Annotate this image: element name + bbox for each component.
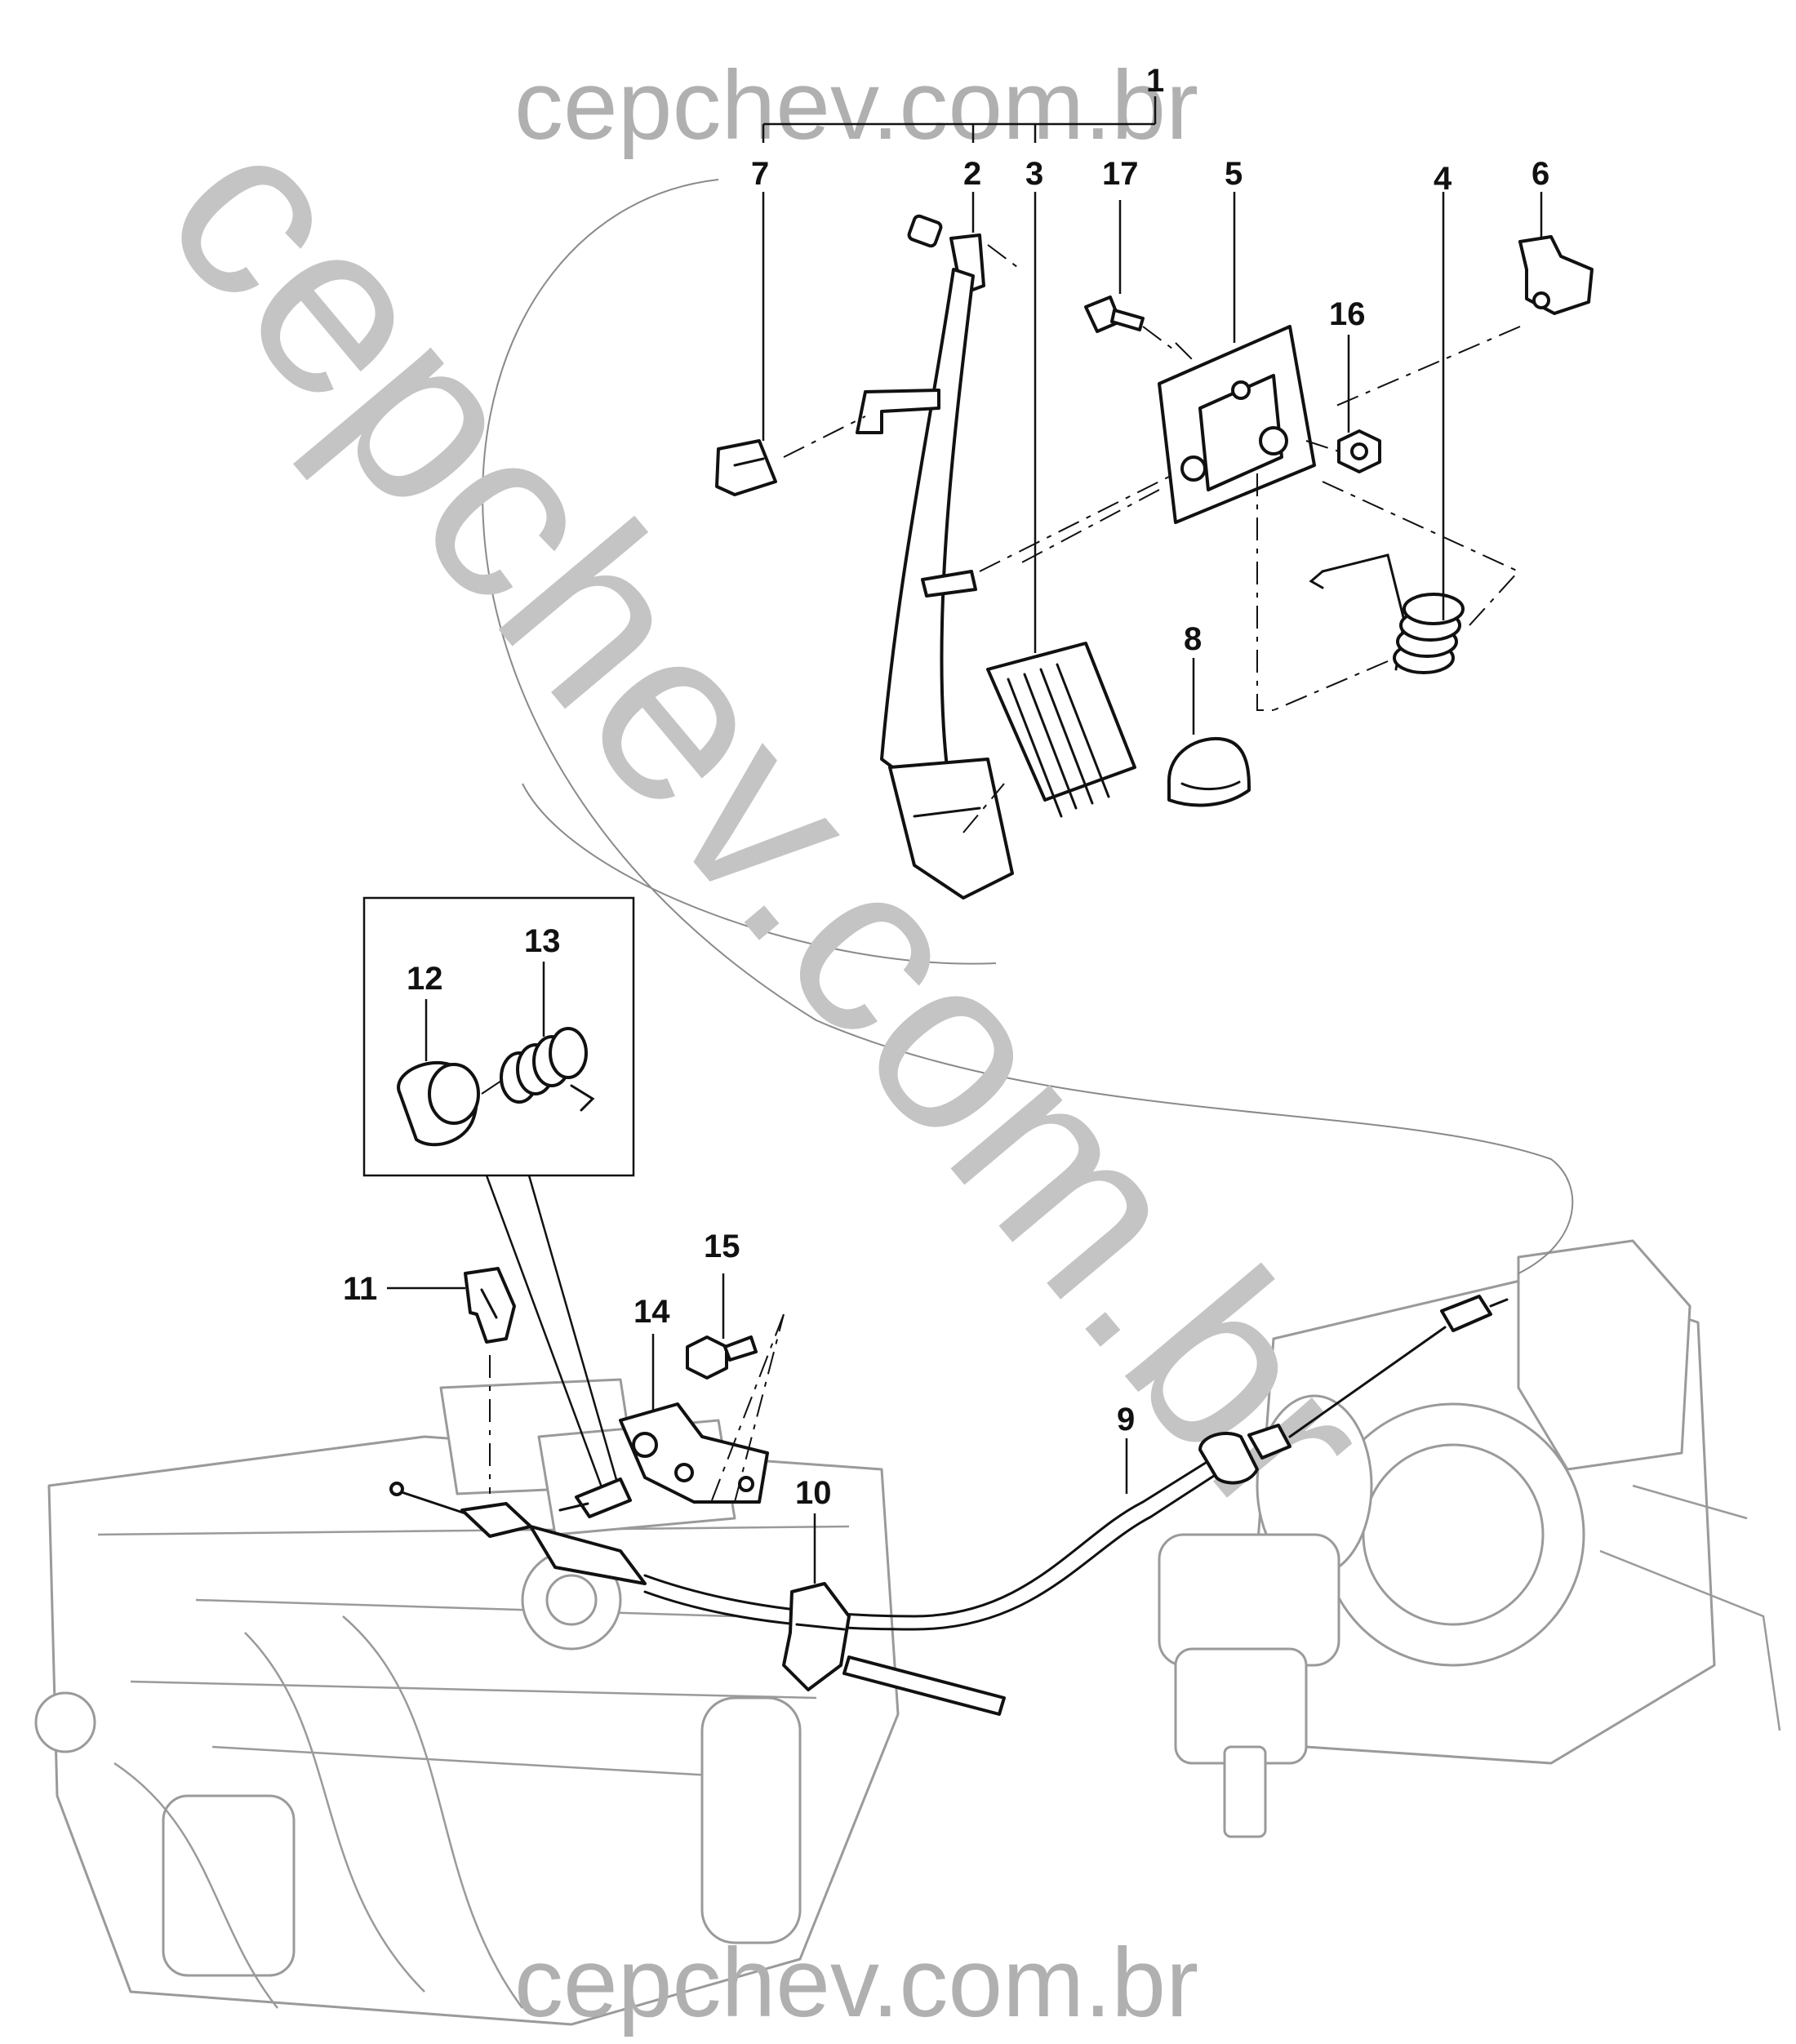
grommet (1167, 737, 1251, 807)
callout-17: 17 (1102, 156, 1139, 192)
callout-7: 7 (751, 156, 769, 192)
pedal-bracket (1020, 325, 1316, 564)
cable-bracket (558, 1313, 785, 1518)
callout-11: 11 (343, 1271, 377, 1307)
return-spring (1273, 553, 1519, 711)
callout-14: 14 (633, 1294, 670, 1330)
spring-axis (1322, 481, 1519, 572)
callout-2: 2 (963, 156, 981, 192)
callout-12: 12 (407, 961, 443, 997)
cable-support (782, 1582, 1006, 1716)
callout-15: 15 (704, 1229, 740, 1264)
watermark-top: cepchev.com.br (514, 51, 1198, 160)
callout-13: 13 (524, 923, 561, 959)
watermark-diagonal: cepchev.com.br (114, 78, 1425, 1565)
callout-5: 5 (1225, 156, 1243, 192)
cable-retainer-clip (464, 1267, 516, 1494)
nut (1305, 429, 1381, 473)
callouts: 1 7 2 3 17 5 4 6 16 8 13 12 15 11 14 9 1… (343, 63, 1549, 1511)
watermark-bottom: cepchev.com.br (514, 1928, 1198, 2037)
callout-10: 10 (795, 1475, 832, 1511)
callout-3: 3 (1025, 156, 1043, 192)
callout-6: 6 (1531, 156, 1549, 192)
callout-9: 9 (1117, 1402, 1135, 1437)
accelerator-cable (389, 1295, 1509, 1631)
callout-1: 1 (1146, 63, 1164, 99)
pivot-axis (1256, 473, 1274, 711)
assembly-bracket (762, 96, 1157, 143)
stop-bumper (715, 439, 777, 496)
detail-inset (362, 896, 635, 1495)
pedal-pad (962, 642, 1136, 833)
bolt (1084, 295, 1176, 352)
engine-background-drawing (34, 1239, 1781, 2026)
routing-lines (482, 179, 1574, 1274)
callout-8: 8 (1184, 621, 1202, 657)
pedal-arm (783, 214, 1176, 900)
callout-leaders (387, 192, 1543, 1584)
clip (1330, 235, 1594, 409)
callout-4: 4 (1434, 161, 1452, 197)
callout-16: 16 (1329, 296, 1366, 332)
bracket-bolt (686, 1335, 758, 1380)
